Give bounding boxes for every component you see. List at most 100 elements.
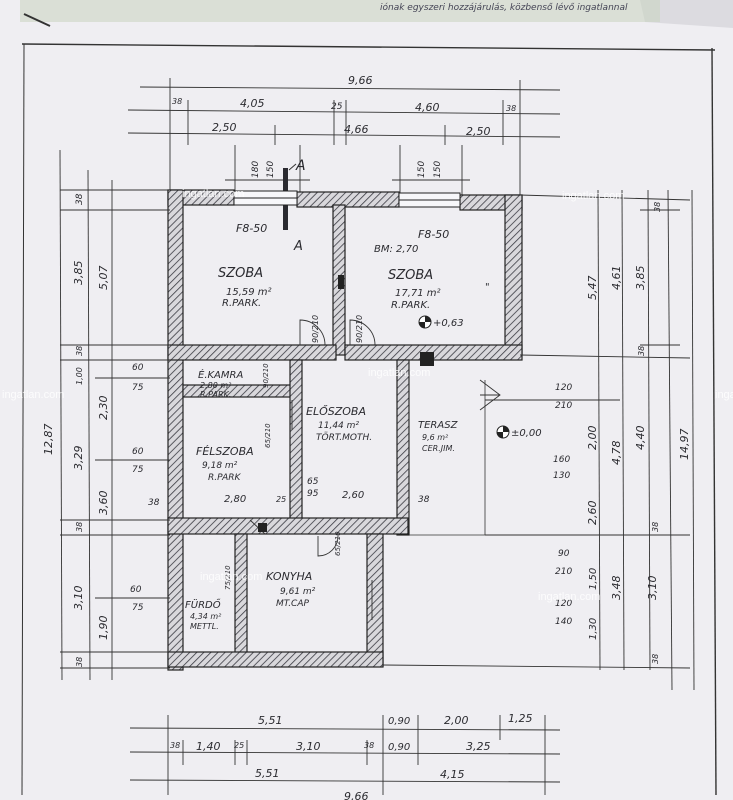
dim-bottom-r1-0: 5,51 xyxy=(258,714,283,727)
room-szoba1-floor: R.PARK. xyxy=(222,298,261,309)
dim-left-c2-2: 3,60 xyxy=(97,491,110,516)
wall-top-2 xyxy=(296,191,400,208)
dim-left-c2-3: 1,90 xyxy=(97,616,110,641)
dim-left-c1-7: 38 xyxy=(75,657,84,667)
watermark-1: ingatlan.com xyxy=(182,188,244,200)
level-mark-room: +0,63 xyxy=(433,318,464,329)
dim-left-open-4: 60 xyxy=(130,585,142,595)
dim-bottom-r2-5: 0,90 xyxy=(388,742,410,753)
level-mark-terrace: ±0,00 xyxy=(511,428,542,439)
room-terasz-name: TERASZ xyxy=(418,420,459,431)
dim-right-c1-2: 2,60 xyxy=(586,501,599,526)
wall-mark xyxy=(338,275,344,289)
window-label-2: F8-50 xyxy=(418,228,449,241)
inner-w2: 2,60 xyxy=(342,490,364,501)
dim-right-c2-0: 4,61 xyxy=(610,266,623,291)
room-kamra-name: É.KAMRA xyxy=(198,368,243,381)
watermark-4: ingatlan.com xyxy=(368,367,430,379)
dim-bottom-r2-1: 1,40 xyxy=(196,740,221,753)
window-label-1: F8-50 xyxy=(236,222,267,235)
dim-right-c3-0: 38 xyxy=(653,202,662,212)
border-right xyxy=(711,47,717,796)
inner-d1: 65 xyxy=(307,477,319,487)
chimney-2 xyxy=(258,523,267,532)
dim-top-row2-b: 4,66 xyxy=(344,123,369,136)
top-dimensions xyxy=(127,78,561,200)
dim-top-row1-d: 4,60 xyxy=(415,101,440,114)
room-furdo-name: FÜRDŐ xyxy=(185,597,221,611)
dim-right-c1-3: 1,50 xyxy=(588,568,599,590)
border-top xyxy=(21,43,716,51)
inner-d2: 95 xyxy=(307,489,319,499)
room-szoba2-area: 17,71 m² xyxy=(395,288,441,299)
header-strip xyxy=(20,0,660,22)
room-szoba1-name: SZOBA xyxy=(218,266,263,281)
dim-left-open-1: 75 xyxy=(132,383,144,393)
room-eloszoba-name: ELŐSZOBA xyxy=(306,404,366,418)
room-konyha-floor: MT.CAP xyxy=(276,599,309,609)
room-szoba2-floor: R.PARK. xyxy=(391,300,430,311)
wall-left xyxy=(167,189,184,671)
room-terasz-floor: CER.JIM. xyxy=(422,444,455,453)
dim-right-open-0: 120 xyxy=(555,383,572,393)
room-konyha-name: KONYHA xyxy=(266,570,312,583)
dim-right-open-7: 140 xyxy=(555,617,572,627)
dim-right-open-3: 130 xyxy=(553,471,570,481)
dim-bottom-r3-0: 5,51 xyxy=(255,767,280,780)
dim-right-c1-0: 5,47 xyxy=(586,276,599,301)
door-dim-4: 65/210 xyxy=(264,423,272,448)
room-terasz-area: 9,6 m² xyxy=(422,433,449,442)
dim-bottom-r2-3: 3,10 xyxy=(296,740,321,753)
room-eloszoba-area: 11,44 m² xyxy=(318,421,359,431)
wall-h-rooms-left xyxy=(167,344,337,361)
dim-left-c1-5: 38 xyxy=(75,522,84,532)
dim-left-outer: 12,87 xyxy=(42,424,55,456)
door-dim-2: 90/210 xyxy=(355,315,364,343)
dim-top-row2-a: 2,50 xyxy=(212,121,237,134)
inner-d3: 25 xyxy=(276,495,286,504)
bottom-dimensions xyxy=(129,715,561,795)
watermark-2: ingatlan.com xyxy=(562,190,624,202)
dim-left-c1-0: 38 xyxy=(75,193,85,205)
right-dimensions xyxy=(382,189,695,691)
room-szoba1-area: 15,59 m² xyxy=(226,287,272,298)
section-label-top: A xyxy=(295,158,306,174)
room-felszoba-name: FÉLSZOBA xyxy=(196,445,254,458)
dim-left-open-5: 75 xyxy=(132,603,144,613)
windows xyxy=(233,190,461,208)
dim-right-c1-4: 1,30 xyxy=(588,618,599,640)
room-kamra-floor: R.PARK. xyxy=(200,390,231,399)
left-dimensions xyxy=(59,149,170,681)
dim-bottom-r2-6: 3,25 xyxy=(466,740,491,753)
dim-top-row2-c: 2,50 xyxy=(466,125,491,138)
dim-left-c1-1: 3,85 xyxy=(72,261,85,286)
dim-top-row1-a: 38 xyxy=(172,97,182,106)
wall-hall-right xyxy=(396,359,410,536)
room-konyha-area: 9,61 m² xyxy=(280,587,316,597)
door-dim-6: 75/210 xyxy=(224,565,232,590)
door-dim-3: 90/210 xyxy=(262,363,270,388)
inner-d4: 38 xyxy=(148,498,160,508)
dim-right-c3-3: 4,40 xyxy=(634,426,647,451)
dim-right-open-5: 210 xyxy=(555,567,572,577)
room-szoba2-name: SZOBA xyxy=(388,268,433,283)
dim-left-open-0: 60 xyxy=(132,363,144,373)
room-furdo-area: 4,34 m² xyxy=(190,612,222,621)
room-furdo-floor: METTL. xyxy=(190,622,219,631)
dim-left-c1-2: 38 xyxy=(75,346,84,356)
chimney-1 xyxy=(420,352,434,366)
dim-right-c1-1: 2,00 xyxy=(586,426,599,451)
dim-right-c2-2: 3,48 xyxy=(610,576,623,601)
dim-bottom-r3-1: 4,15 xyxy=(440,768,465,781)
dim-left-c2-0: 5,07 xyxy=(97,266,110,291)
door-szoba1 xyxy=(299,319,326,346)
wall-bath xyxy=(234,533,248,655)
dim-right-open-2: 160 xyxy=(553,455,570,465)
dim-bottom-r1-1: 0,90 xyxy=(388,716,410,727)
dim-top-overall: 9,66 xyxy=(348,74,373,87)
watermark-5: ingatlan.com xyxy=(715,389,733,401)
wall-hall-left xyxy=(289,359,303,521)
door-dim-5: 65/210 xyxy=(334,531,342,556)
